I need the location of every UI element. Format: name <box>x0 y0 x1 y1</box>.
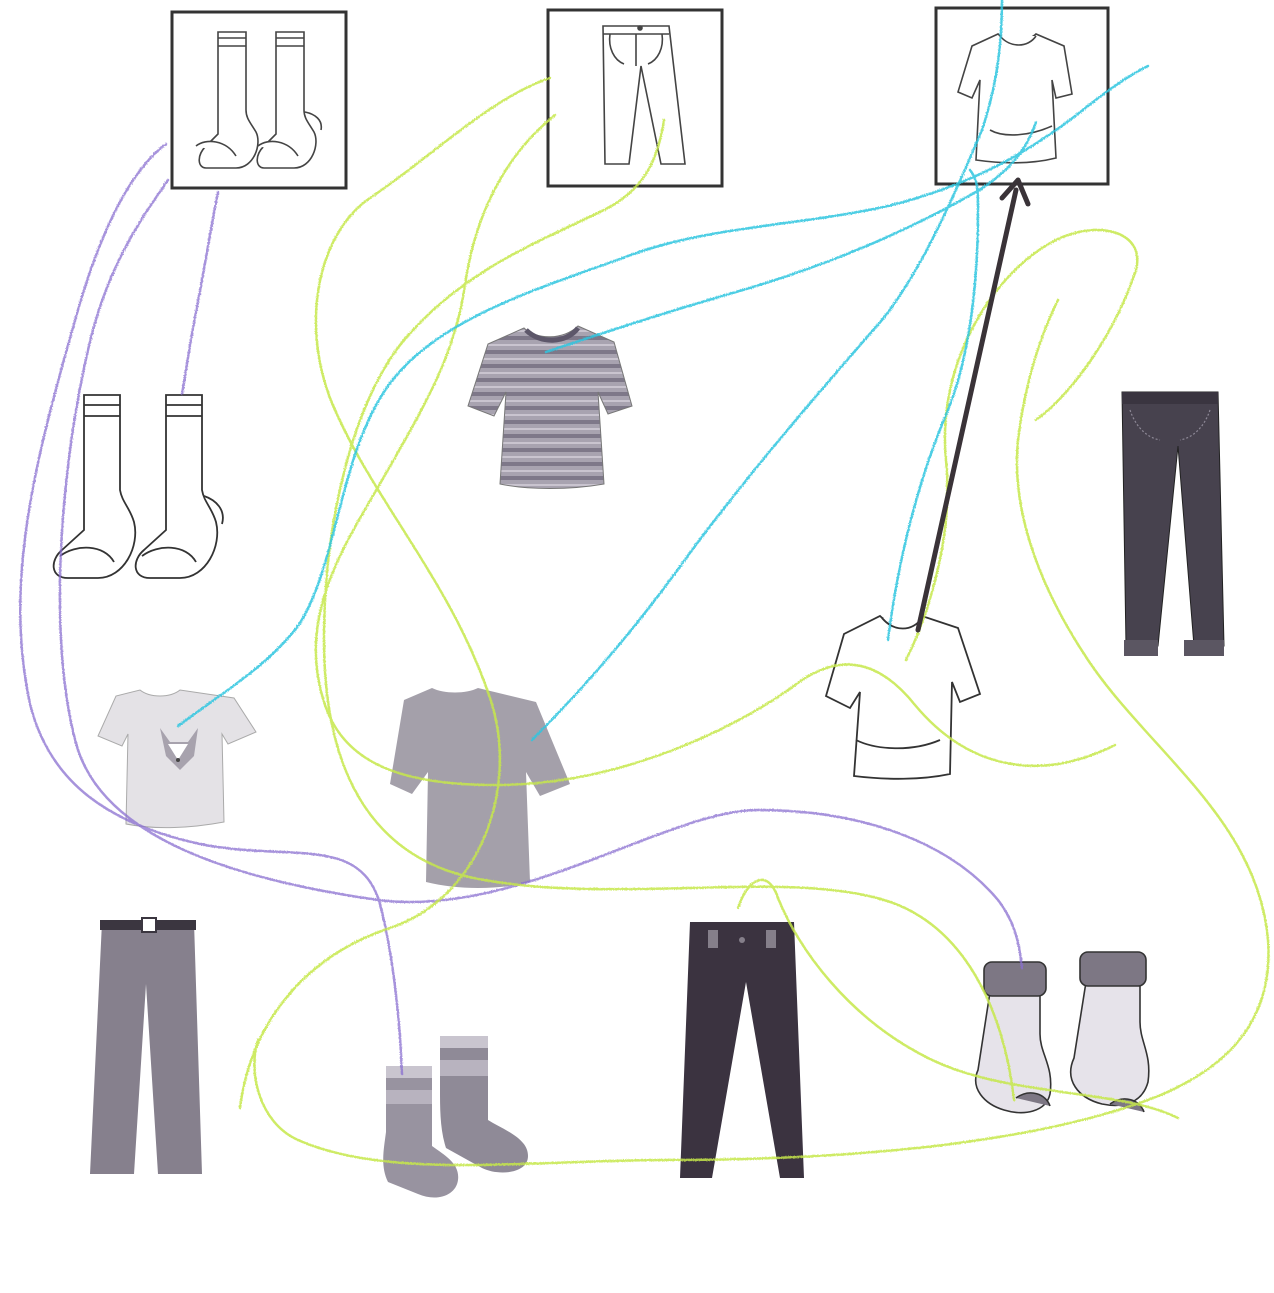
item-grey-trousers[interactable] <box>90 918 202 1174</box>
item-grey-tshirt[interactable] <box>390 688 570 888</box>
example-arrow <box>918 180 1028 630</box>
item-striped-socks[interactable] <box>383 1036 528 1198</box>
item-wool-socks[interactable] <box>976 952 1149 1113</box>
item-fox-tshirt[interactable] <box>98 690 256 828</box>
item-outline-socks[interactable] <box>54 395 223 578</box>
target-box-tshirt[interactable] <box>936 8 1108 184</box>
item-dark-jeans[interactable] <box>1122 392 1224 656</box>
target-box-pants[interactable] <box>548 10 722 186</box>
item-black-trousers[interactable] <box>680 922 804 1178</box>
target-box-socks[interactable] <box>172 12 346 188</box>
item-white-tshirt[interactable] <box>826 616 980 779</box>
